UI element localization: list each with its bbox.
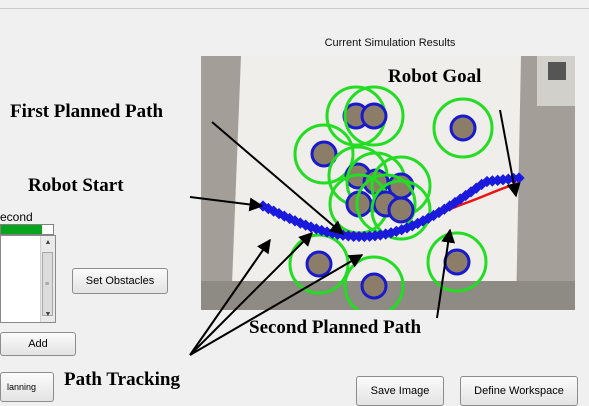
path-tracking-label: Path Tracking (64, 369, 180, 390)
obstacle-marker (310, 140, 338, 168)
second-path-arrow (436, 228, 456, 319)
top-divider (0, 8, 589, 9)
save-image-button[interactable]: Save Image (356, 376, 444, 406)
second-planned-path-label: Second Planned Path (249, 317, 422, 338)
define-workspace-button[interactable]: Define Workspace (460, 376, 578, 406)
tracking-arrow-3 (189, 254, 364, 356)
listbox-scrollbar[interactable]: ▲ ≡ ▼ (40, 236, 55, 322)
tracked-path-markers (257, 172, 525, 243)
obstacle-ring (343, 255, 405, 310)
obstacle-marker (305, 250, 333, 278)
progress-bar (0, 224, 54, 235)
tracking-arrow-2 (189, 232, 313, 356)
set-obstacles-button[interactable]: Set Obstacles (72, 268, 168, 294)
tracking-arrow-1 (189, 238, 271, 356)
obstacle-ring (370, 179, 432, 241)
add-button[interactable]: Add (0, 332, 76, 356)
first-planned-path-label: First Planned Path (10, 101, 164, 122)
scroll-down-arrow-icon[interactable]: ▼ (44, 311, 52, 318)
planning-button[interactable]: lanning (0, 372, 54, 402)
start-arrow (189, 196, 264, 212)
section-label: econd (0, 210, 33, 224)
goal-arrow (499, 109, 521, 198)
scrollbar-thumb[interactable]: ≡ (42, 252, 53, 316)
scroll-grip-icon: ≡ (45, 281, 50, 288)
progress-fill (1, 225, 42, 234)
obstacle-marker (449, 114, 477, 142)
obstacle-ring (432, 97, 494, 159)
scroll-up-arrow-icon[interactable]: ▲ (44, 239, 52, 246)
obstacle-ring (343, 85, 405, 147)
corner-marker-dot (548, 62, 566, 80)
obstacle-marker (360, 272, 388, 300)
obstacle-marker (387, 196, 415, 224)
item-listbox[interactable]: ▲ ≡ ▼ (0, 235, 56, 323)
first-path-arrow (211, 121, 345, 235)
robot-start-label: Robot Start (28, 175, 124, 196)
obstacle-ring (293, 123, 355, 185)
robot-goal-label: Robot Goal (388, 66, 482, 87)
obstacle-marker (360, 102, 388, 130)
obstacle-ring (426, 231, 488, 293)
simulation-results-title: Current Simulation Results (324, 37, 456, 49)
obstacles-group (288, 85, 494, 310)
floor-edge (201, 281, 575, 310)
